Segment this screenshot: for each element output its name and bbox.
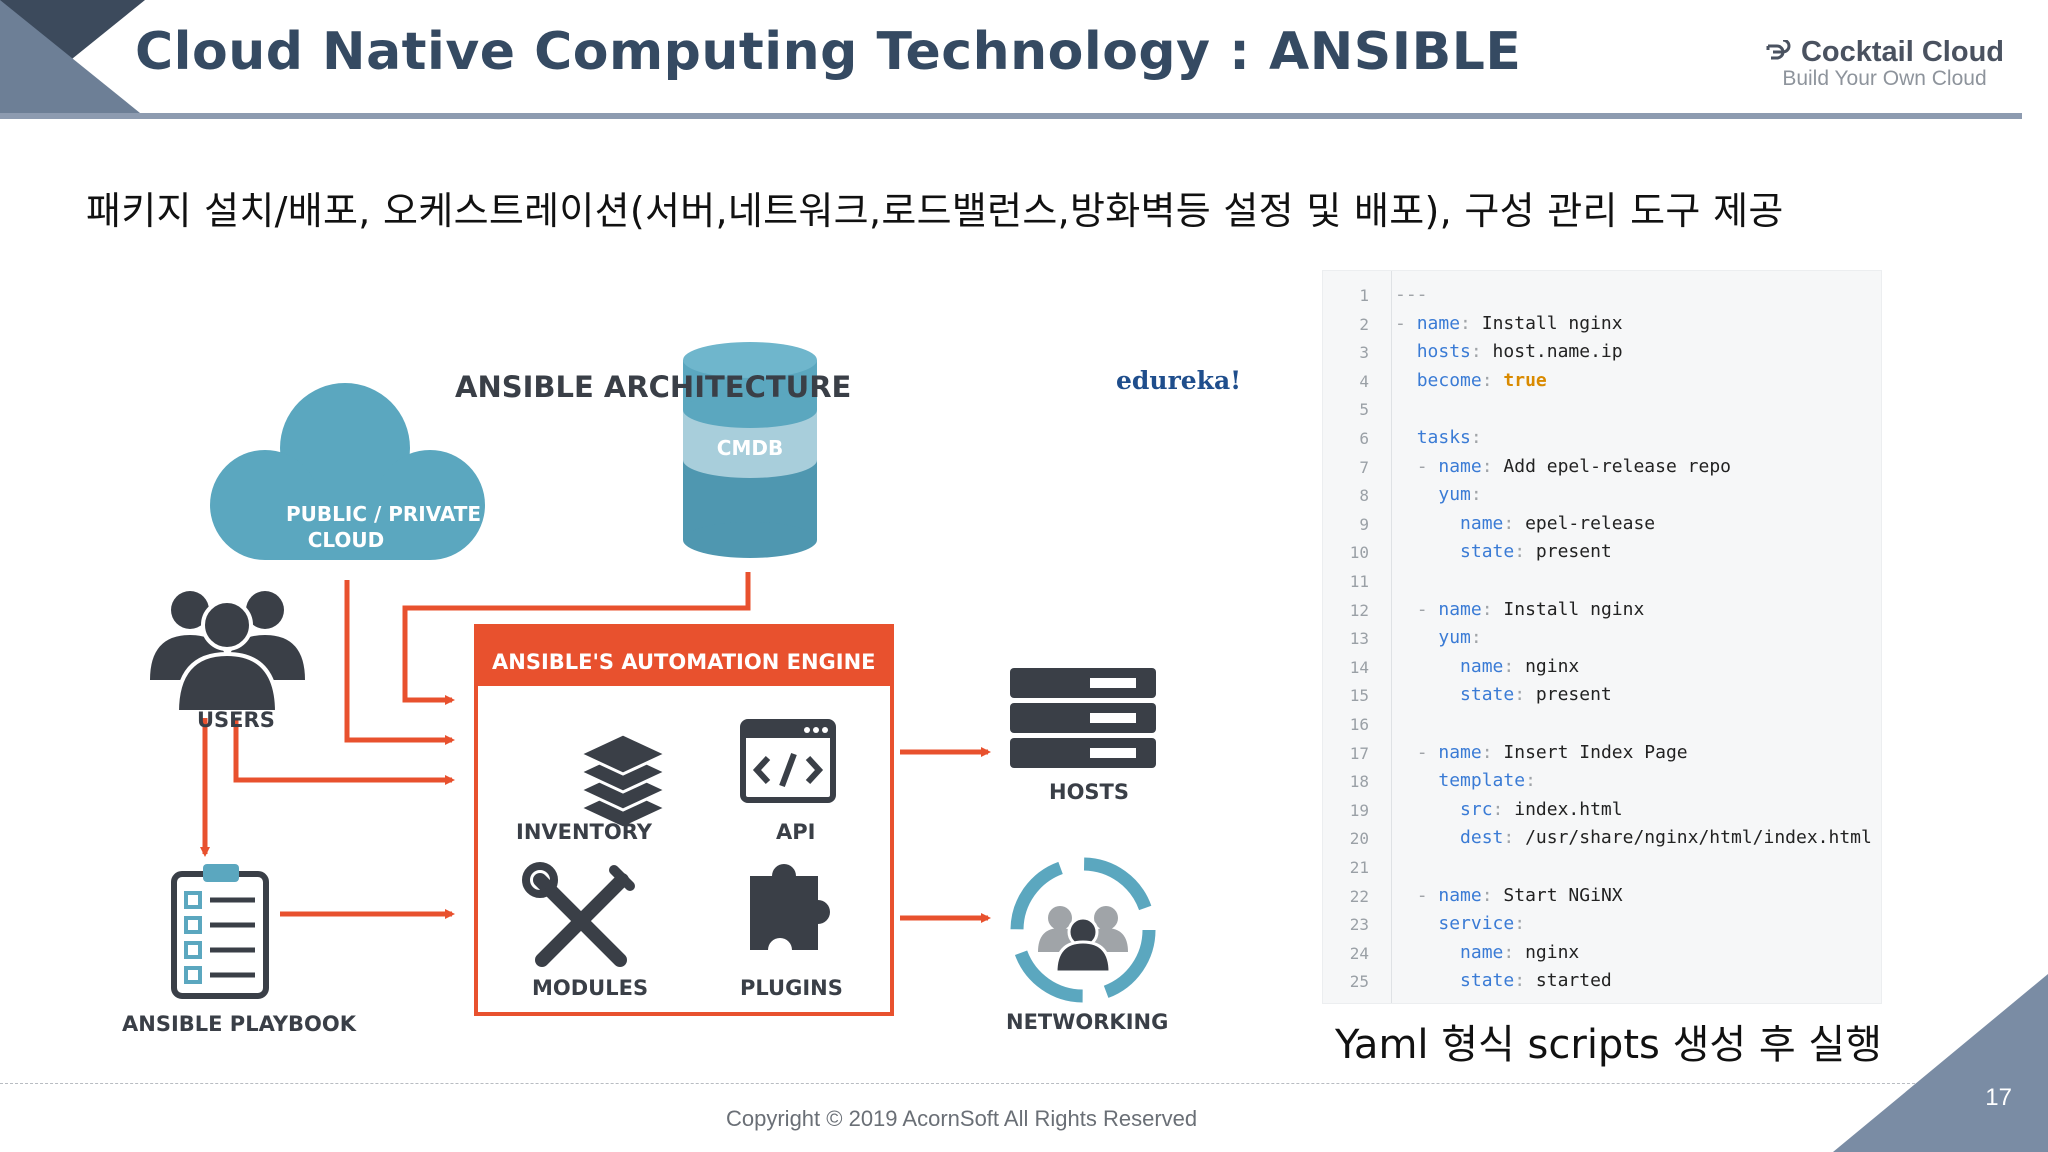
code-line: 10 state: present (1349, 541, 1612, 563)
engine-title: ANSIBLE'S AUTOMATION ENGINE (492, 650, 876, 674)
puzzle-icon (750, 864, 830, 950)
brand-name: Cocktail Cloud (1800, 36, 2004, 68)
code-line: 23 service: (1349, 913, 1526, 935)
hosts-label: HOSTS (1049, 780, 1130, 804)
playbook-label: ANSIBLE PLAYBOOK (122, 1012, 357, 1036)
code-line: 18 template: (1349, 770, 1536, 792)
code-line: 6 tasks: (1359, 427, 1482, 448)
slide-title: Cloud Native Computing Technology : ANSI… (135, 22, 1522, 82)
layers-icon (576, 732, 670, 830)
code-line: 13 yum: (1349, 627, 1482, 649)
inventory-label: INVENTORY (516, 820, 652, 844)
automation-engine-box (474, 624, 894, 1016)
code-line: 3 hosts: host.name.ip (1359, 341, 1623, 363)
code-line: 21 (1349, 858, 1369, 877)
ansible-architecture-diagram: ANSIBLE ARCHITECTURE edureka! PUBLIC / P… (100, 340, 1280, 1060)
code-line: 9 name: epel-release (1359, 512, 1656, 534)
edureka-watermark: edureka! (1116, 366, 1242, 395)
cloud-label-line2: CLOUD (307, 528, 385, 552)
networking-label: NETWORKING (1006, 1010, 1169, 1034)
code-line: 25 state: started (1349, 970, 1612, 992)
network-users-icon (1010, 857, 1156, 1003)
code-caption: Yaml 형식 scripts 생성 후 실행 (1335, 1022, 1882, 1068)
brand-tagline: Build Your Own Cloud (1782, 67, 1987, 90)
cloud-icon (210, 383, 485, 560)
api-label: API (776, 820, 816, 844)
page-number: 17 (1985, 1084, 2012, 1111)
cmdb-label: CMDB (716, 436, 784, 460)
users-label: USERS (197, 708, 275, 732)
yaml-code-panel: 1--- 2- name: Install nginx 3 hosts: hos… (1322, 270, 1882, 1004)
connector-arrows (200, 572, 991, 923)
server-stack-icon (1010, 668, 1156, 768)
header-corner-decoration-light (0, 0, 145, 117)
code-line: 24 name: nginx (1349, 941, 1580, 963)
users-icon (150, 591, 305, 714)
code-line: 17 - name: Insert Index Page (1349, 741, 1688, 763)
header-divider (0, 113, 2022, 119)
diagram-graphics (150, 342, 1156, 1016)
code-window-icon (740, 719, 836, 803)
brand-logo: Cocktail Cloud Build Your Own Cloud (1765, 36, 2004, 91)
cloud-logo-icon (1766, 40, 1791, 60)
diagram-heading: ANSIBLE ARCHITECTURE (455, 370, 852, 404)
plugins-label: PLUGINS (740, 976, 843, 1000)
code-line: 16 (1349, 715, 1369, 734)
code-line: 1--- (1359, 284, 1428, 305)
clipboard-icon (171, 864, 269, 999)
code-line: 11 (1349, 572, 1369, 591)
tools-icon (522, 862, 635, 967)
database-icon (683, 342, 817, 558)
code-line: 20 dest: /usr/share/nginx/html/index.htm… (1349, 827, 1872, 849)
code-line: 12 - name: Install nginx (1349, 598, 1645, 620)
footer-divider (0, 1083, 1940, 1084)
modules-label: MODULES (532, 976, 649, 1000)
code-line: 4 become: true (1359, 369, 1547, 391)
code-line: 15 state: present (1349, 684, 1612, 706)
code-line: 7 - name: Add epel-release repo (1359, 455, 1731, 477)
copyright-text: Copyright © 2019 AcornSoft All Rights Re… (726, 1106, 1198, 1131)
code-line: 14 name: nginx (1349, 655, 1580, 677)
code-line: 8 yum: (1359, 484, 1482, 506)
cloud-label-line1: PUBLIC / PRIVATE (286, 502, 482, 526)
code-line: 5 (1359, 400, 1369, 420)
code-line: 2- name: Install nginx (1359, 312, 1623, 334)
code-line: 19 src: index.html (1349, 798, 1623, 820)
code-line: 22 - name: Start NGiNX (1349, 884, 1623, 906)
footer-corner-decoration (1833, 974, 2048, 1152)
slide-subtitle: 패키지 설치/배포, 오케스트레이션(서버,네트워크,로드밸런스,방화벽등 설정… (86, 189, 1784, 233)
